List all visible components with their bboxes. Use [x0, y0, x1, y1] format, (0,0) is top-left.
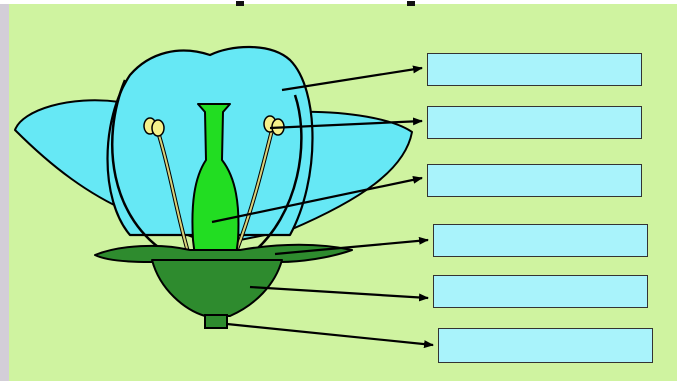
- inner-petal-line-right: [249, 94, 303, 256]
- arrow-anther: [269, 117, 423, 130]
- left-edge-bar: [0, 0, 9, 381]
- label-box-sepal[interactable]: [433, 224, 648, 257]
- arrow-petal: [281, 65, 423, 92]
- title-fragment-2: [407, 1, 415, 6]
- arrow-stalk: [226, 322, 434, 349]
- top-strip: [0, 0, 677, 4]
- label-box-anther[interactable]: [427, 106, 642, 139]
- label-box-stalk[interactable]: [438, 328, 653, 363]
- arrow-pistil: [211, 175, 423, 224]
- left-filament-fill: [157, 131, 189, 253]
- right-filament-fill: [235, 129, 273, 253]
- inner-petal-line-left: [110, 79, 171, 257]
- left-anther: [143, 117, 165, 137]
- label-box-petal[interactable]: [427, 53, 642, 86]
- label-box-pistil[interactable]: [427, 164, 642, 197]
- receptacle: [151, 259, 283, 317]
- arrow-receptacle: [249, 285, 429, 302]
- arrow-sepal: [274, 236, 429, 256]
- title-fragment-1: [236, 1, 244, 6]
- flower-stalk: [204, 314, 228, 329]
- label-box-receptacle[interactable]: [433, 275, 648, 308]
